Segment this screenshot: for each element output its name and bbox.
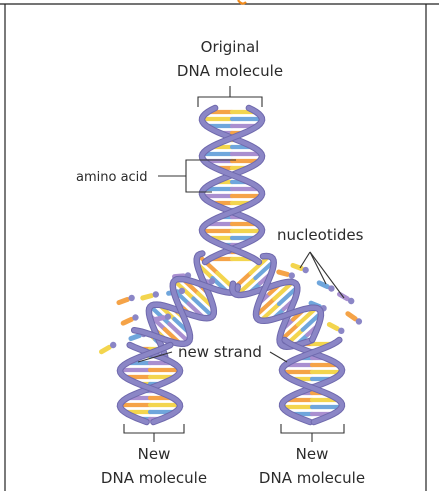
original-label-line2: DNA molecule — [177, 62, 283, 80]
new-left-label-line2: DNA molecule — [101, 469, 207, 487]
new-left-bracket — [124, 424, 184, 433]
free-nucleotide — [140, 291, 160, 302]
nucleotides-pointer-2 — [310, 252, 326, 284]
free-nucleotide — [290, 262, 310, 275]
new-right-label-line1: New — [296, 445, 329, 463]
nucleotides-label: nucleotides — [277, 226, 364, 244]
free-nucleotide — [276, 268, 296, 279]
original-label-line1: Original — [201, 38, 260, 56]
base-pair-rungs — [120, 112, 342, 419]
free-nucleotide — [120, 313, 140, 327]
free-nucleotide — [344, 310, 363, 326]
free-nucleotide — [98, 341, 118, 356]
free-nucleotide — [336, 290, 356, 305]
nucleotide-base — [276, 269, 291, 277]
free-nucleotide — [316, 279, 336, 293]
nucleotide-base — [116, 296, 131, 305]
nucleotides-pointer-3 — [310, 252, 344, 298]
nucleotides-pointer-1 — [300, 252, 310, 268]
new-left-label-line1: New — [138, 445, 171, 463]
nucleotide-base — [140, 293, 155, 301]
orange-marker-stroke — [238, 0, 246, 4]
new-right-label-line2: DNA molecule — [259, 469, 365, 487]
amino-acid-label: amino acid — [76, 170, 148, 185]
new-right-bracket — [281, 424, 344, 433]
new-strand-pointer-right — [270, 352, 287, 362]
new-strand-label: new strand — [178, 343, 262, 361]
original-bracket — [198, 97, 262, 107]
free-nucleotide — [326, 320, 346, 335]
free-nucleotide — [116, 294, 136, 307]
free-nucleotides — [98, 262, 364, 356]
